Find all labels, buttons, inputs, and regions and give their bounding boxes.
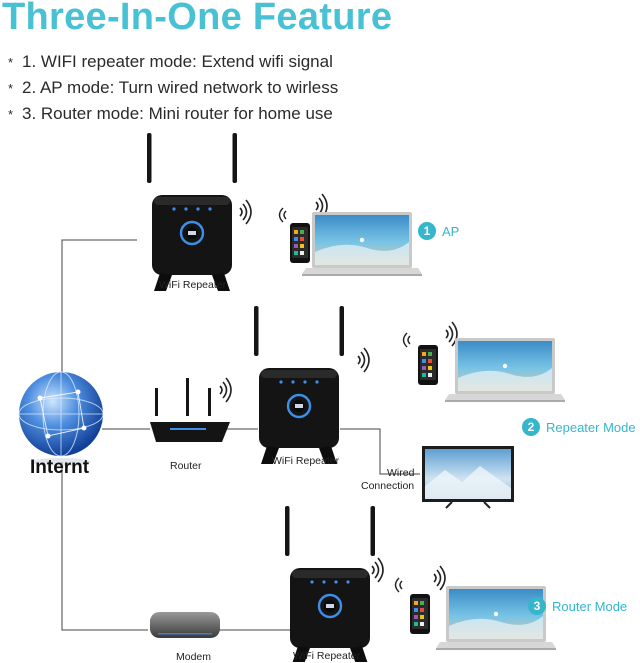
mode-badge-repeater: 2 Repeater Mode [522,418,636,436]
mode-label: Router Mode [552,598,628,614]
wifi-signal-icon [219,377,232,403]
modem-label: Modem [176,651,212,663]
bullet-text: 3. Router mode: Mini router for home use [22,104,333,123]
repeater-label-top: WiFi Repeater [159,279,227,291]
feature-bullet-router: * 3. Router mode: Mini router for home us… [8,104,333,124]
bullet-text: 1. WIFI repeater mode: Extend wifi signa… [22,52,333,71]
repeater-label-bottom: WiFi Repeater [293,650,361,662]
repeater-icon [283,504,377,662]
laptop-icon [445,338,565,402]
wired-connection-label-line2: Connection [361,480,415,492]
globe-icon [18,371,104,466]
internet-label: Internt [30,457,90,478]
repeater-icon [145,131,239,293]
laptop-icon [302,212,422,276]
mode-number-icon: 3 [528,597,546,615]
bullet-star-icon: * [8,55,14,70]
modem-icon [150,612,220,638]
tv-icon [422,446,514,509]
page-title: Three-In-One Feature [2,0,393,38]
router-icon [150,378,230,442]
phone-icon [418,345,438,385]
feature-bullet-ap: * 2. AP mode: Turn wired network to wirle… [8,78,338,98]
connection-lines [61,239,420,631]
mode-label: Repeater Mode [546,419,636,435]
wifi-signal-icon [433,565,446,591]
bullet-star-icon: * [8,107,14,122]
wired-connection-label-line1: Wired [387,467,415,479]
mode-number-icon: 1 [418,222,436,240]
mode-number-icon: 2 [522,418,540,436]
laptop-icon [436,586,556,650]
wifi-signal-icon [239,199,252,225]
router-label: Router [170,460,202,472]
mode-badge-ap: 1 AP [418,222,459,240]
repeater-icon [252,304,346,466]
wifi-signal-icon [371,557,384,583]
wifi-signal-icon [278,207,287,223]
feature-bullet-wifi-repeater: * 1. WIFI repeater mode: Extend wifi sign… [8,52,333,72]
bullet-text: 2. AP mode: Turn wired network to wirles… [22,78,339,97]
wifi-signal-icon [394,577,403,593]
wifi-signal-icon [357,347,370,373]
wifi-signal-icon [402,332,411,348]
mode-badge-router: 3 Router Mode [528,597,627,615]
repeater-label-middle: WiFi Repeater [272,455,340,467]
phone-icon [410,594,430,634]
mode-label: AP [442,223,460,239]
phone-icon [290,223,310,263]
bullet-star-icon: * [8,81,14,96]
